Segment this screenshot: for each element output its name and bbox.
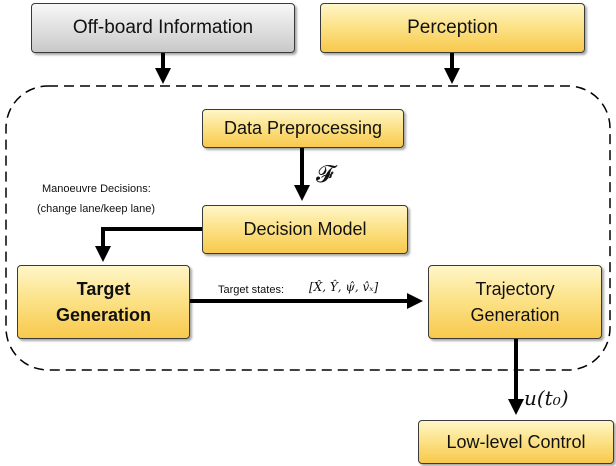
- system-boundary: [5, 85, 611, 371]
- perception-box: Perception: [320, 3, 585, 53]
- target-generation-label-line1: Target: [76, 279, 131, 299]
- feature-set-symbol: 𝓕: [316, 160, 334, 188]
- target-generation-box: Target Generation: [17, 265, 190, 339]
- trajectory-generation-box: Trajectory Generation: [428, 265, 602, 339]
- decision-model-box: Decision Model: [202, 205, 408, 254]
- trajectory-generation-label-line2: Generation: [470, 305, 560, 325]
- target-states-label: Target states:: [218, 284, 285, 296]
- manoeuvre-decisions-options: (change lane/keep lane): [37, 203, 156, 215]
- target-generation-label-line2: Generation: [55, 305, 152, 325]
- arrow-decision-to-target: [95, 227, 202, 262]
- trajectory-generation-label-line1: Trajectory: [475, 279, 555, 299]
- low-level-control-box: Low-level Control: [418, 420, 614, 464]
- target-states-vector: [X̂, Ŷ, ψ̂, v̂ₓ]: [309, 280, 379, 294]
- control-signal-label: u(t₀): [524, 386, 569, 410]
- data-preprocessing-box: Data Preprocessing: [202, 109, 404, 148]
- manoeuvre-decisions-title: Manoeuvre Decisions:: [42, 183, 151, 195]
- offboard-information-box: Off-board Information: [31, 3, 295, 53]
